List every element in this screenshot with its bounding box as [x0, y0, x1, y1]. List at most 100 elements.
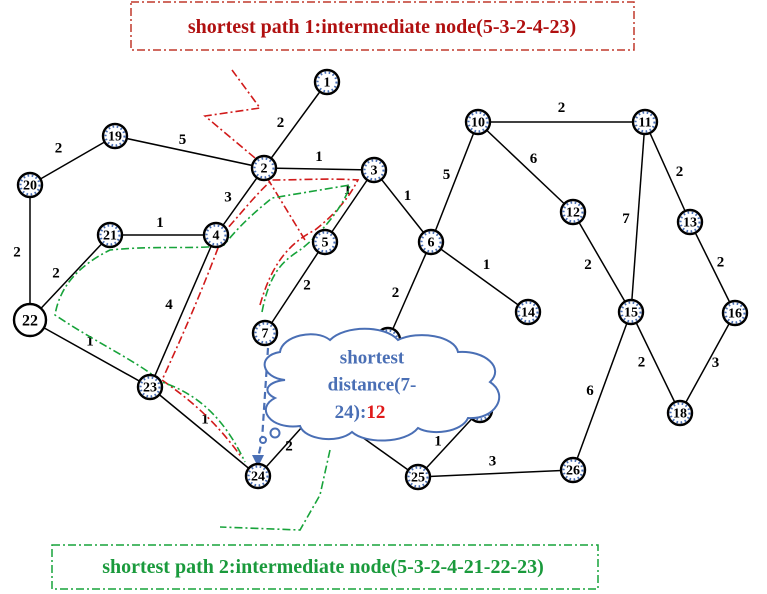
- edge-11-13: [644, 121, 691, 223]
- edge-weight-23-24: 1: [201, 412, 209, 428]
- edge-10-12: [477, 121, 574, 213]
- callout-line2: distance(7-: [328, 375, 417, 396]
- node-16[interactable]: 16: [721, 299, 749, 327]
- node-dotted-border-6: [420, 231, 442, 253]
- node-12[interactable]: 12: [559, 198, 587, 226]
- path1-leader-line: [203, 69, 306, 241]
- edge-weight-25-17: 1: [434, 434, 442, 450]
- edge-weight-6-14: 1: [483, 257, 491, 273]
- node-dotted-border-20: [19, 174, 41, 196]
- node-label-16: 16: [728, 307, 742, 322]
- node-dotted-border-10: [467, 111, 489, 133]
- node-1[interactable]: 1: [313, 68, 341, 96]
- arrow-head: [252, 455, 264, 467]
- edge-13-16: [689, 221, 736, 314]
- node-dotted-border-5: [314, 231, 336, 253]
- callout-distance-value: 12: [366, 402, 385, 423]
- node-dotted-border-4: [205, 224, 227, 246]
- edge-weight-3-5: 1: [344, 182, 352, 198]
- node-label-21: 21: [103, 229, 117, 244]
- edge-19-2: [114, 135, 265, 169]
- node-dotted-border-24: [247, 465, 269, 487]
- node-21[interactable]: 21: [96, 221, 124, 249]
- edge-weight-2-3: 1: [315, 149, 323, 165]
- edge-weight-4-23: 4: [165, 297, 173, 313]
- node-label-25: 25: [411, 471, 425, 486]
- node-label-19: 19: [108, 130, 122, 145]
- node-dotted-border-7: [254, 322, 276, 344]
- edge-weight-5-7: 2: [303, 278, 311, 294]
- edge-4-23: [149, 234, 217, 388]
- node-dotted-border-2: [253, 157, 275, 179]
- node-20[interactable]: 20: [16, 171, 44, 199]
- callout-line3-prefix: 24):: [335, 402, 367, 423]
- node-label-13: 13: [683, 216, 697, 231]
- path1-red-route: [160, 178, 360, 459]
- edge-weight-10-11: 2: [558, 100, 566, 116]
- node-7[interactable]: 7: [251, 319, 279, 347]
- node-dotted-border-14: [517, 301, 539, 323]
- node-label-26: 26: [566, 464, 580, 479]
- distance-callout: shortest distance(7- 24):12: [259, 327, 501, 444]
- node-22[interactable]: 22: [12, 302, 48, 338]
- edge-weight-2-4: 3: [224, 190, 232, 206]
- edge-25-26: [417, 469, 574, 478]
- node-6[interactable]: 6: [417, 228, 445, 256]
- node-15[interactable]: 15: [617, 298, 645, 326]
- node-3[interactable]: 3: [360, 156, 388, 184]
- legend-path1: shortest path 1:intermediate node(5-3-2-…: [130, 1, 635, 51]
- node-label-12: 12: [566, 206, 580, 221]
- node-label-7: 7: [262, 327, 269, 342]
- callout-line3: 24):12: [335, 402, 386, 423]
- node-25[interactable]: 25: [404, 463, 432, 491]
- node-11[interactable]: 11: [631, 108, 659, 136]
- edge-weight-21-4: 1: [156, 215, 164, 231]
- node-label-22: 22: [22, 313, 38, 330]
- node-label-23: 23: [143, 381, 157, 396]
- node-18[interactable]: 18: [666, 399, 694, 427]
- callout-cloud-shape: [263, 327, 501, 442]
- edge-weight-13-16: 2: [717, 255, 725, 271]
- edge-weight-6-10: 5: [443, 167, 451, 183]
- edge-12-15: [572, 211, 632, 313]
- edge-weights-layer: 2522131112412123521113262722326: [13, 100, 724, 470]
- edge-weight-11-13: 2: [676, 164, 684, 180]
- edge-15-18: [630, 311, 681, 414]
- node-14[interactable]: 14: [514, 298, 542, 326]
- node-dotted-border-12: [562, 201, 584, 223]
- node-label-3: 3: [371, 164, 378, 179]
- node-dotted-border-18: [669, 402, 691, 424]
- node-label-24: 24: [251, 470, 265, 485]
- node-24[interactable]: 24: [244, 462, 272, 490]
- node-dotted-border-13: [679, 211, 701, 233]
- node-label-1: 1: [324, 76, 331, 91]
- path2-leader-line: [219, 449, 331, 531]
- node-23[interactable]: 23: [136, 373, 164, 401]
- highlight-paths: [54, 69, 360, 531]
- node-label-11: 11: [638, 116, 651, 131]
- edge-weight-22-20: 2: [13, 245, 21, 261]
- node-dotted-border-11: [634, 111, 656, 133]
- node-10[interactable]: 10: [464, 108, 492, 136]
- node-2[interactable]: 2: [250, 154, 278, 182]
- edge-weight-19-2: 5: [179, 132, 187, 148]
- edge-weight-25-26: 3: [489, 454, 497, 470]
- edge-weight-6-8: 2: [392, 285, 400, 301]
- node-label-20: 20: [23, 179, 37, 194]
- callout-line1: shortest: [340, 348, 405, 369]
- node-label-4: 4: [213, 229, 220, 244]
- node-26[interactable]: 26: [559, 456, 587, 484]
- edge-15-26: [572, 311, 632, 471]
- node-dotted-border-16: [724, 302, 746, 324]
- node-dotted-border-15: [620, 301, 642, 323]
- node-5[interactable]: 5: [311, 228, 339, 256]
- node-dotted-border-3: [363, 159, 385, 181]
- edge-weight-16-18: 3: [712, 355, 720, 371]
- node-label-6: 6: [428, 236, 435, 251]
- edge-weight-3-6: 1: [404, 188, 412, 204]
- node-13[interactable]: 13: [676, 208, 704, 236]
- edge-weight-11-15: 7: [622, 211, 630, 227]
- edge-22-23: [29, 319, 151, 388]
- node-19[interactable]: 19: [101, 122, 129, 150]
- node-4[interactable]: 4: [202, 221, 230, 249]
